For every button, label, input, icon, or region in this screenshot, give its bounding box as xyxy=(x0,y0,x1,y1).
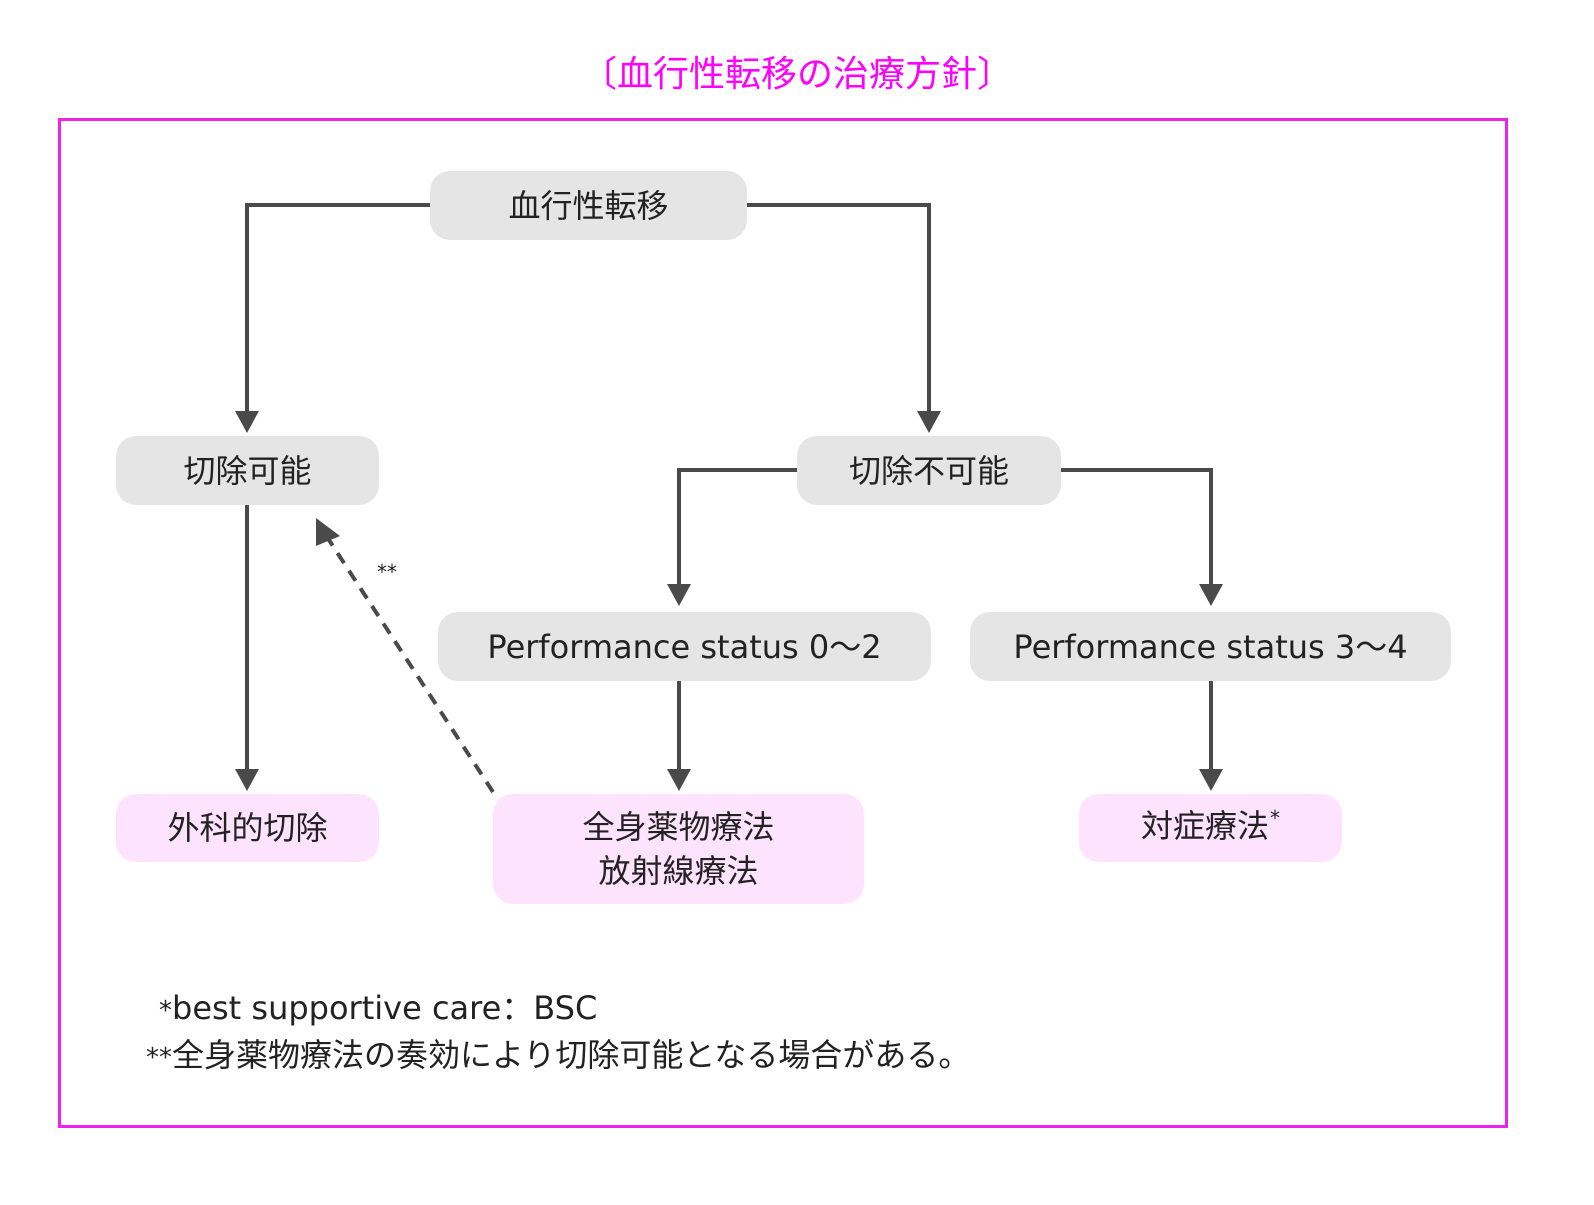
connector-unresectable-to-ps-low xyxy=(677,468,797,587)
arrowhead-symptomatic xyxy=(1199,769,1223,791)
arrowhead-surgery xyxy=(235,769,259,791)
node-performance-status-0-2: Performance status 0〜2 xyxy=(438,612,931,681)
node-unresectable-label: 切除不可能 xyxy=(848,451,1009,490)
arrowhead-dashed-resectable xyxy=(316,518,340,546)
node-performance-status-0-2-label: Performance status 0〜2 xyxy=(487,627,882,666)
node-symptomatic-therapy-mark: * xyxy=(1270,806,1280,830)
node-symptomatic-therapy-label: 対症療法 xyxy=(1140,807,1269,845)
node-unresectable: 切除不可能 xyxy=(797,436,1061,505)
connector-root-to-unresectable xyxy=(747,203,931,414)
footnote-2-mark: ** xyxy=(146,1043,172,1073)
node-performance-status-3-4-label: Performance status 3〜4 xyxy=(1013,627,1408,666)
footnotes: * best supportive care：BSC ** 全身薬物療法の奏効に… xyxy=(134,986,970,1080)
node-hematogenous-metastasis: 血行性転移 xyxy=(430,171,747,240)
dashed-arrow-label: ** xyxy=(377,560,397,584)
footnote-1-text: best supportive care：BSC xyxy=(172,989,598,1027)
node-systemic-therapy: 全身薬物療法 放射線療法 xyxy=(493,794,864,904)
footnote-2: ** 全身薬物療法の奏効により切除可能となる場合がある。 xyxy=(134,1033,970,1080)
node-surgical-resection-label: 外科的切除 xyxy=(167,809,328,847)
arrowhead-systemic xyxy=(667,769,691,791)
node-resectable: 切除可能 xyxy=(116,436,379,505)
node-symptomatic-therapy-content: 対症療法* xyxy=(1141,804,1280,852)
node-surgical-resection: 外科的切除 xyxy=(116,794,379,862)
connector-unresectable-to-ps-high xyxy=(1061,468,1213,587)
footnote-1-mark: * xyxy=(159,996,172,1026)
footnote-1: * best supportive care：BSC xyxy=(134,986,970,1033)
node-performance-status-3-4: Performance status 3〜4 xyxy=(970,612,1451,681)
arrowhead-ps-low xyxy=(667,584,691,606)
arrowhead-ps-high xyxy=(1199,584,1223,606)
arrowhead-unresectable xyxy=(917,411,941,433)
node-systemic-therapy-line1: 全身薬物療法 xyxy=(582,808,775,846)
node-systemic-therapy-line2: 放射線療法 xyxy=(598,852,759,890)
diagram-title: 〔血行性転移の治療方針〕 xyxy=(580,54,1013,95)
node-hematogenous-metastasis-label: 血行性転移 xyxy=(508,186,669,225)
node-resectable-label: 切除可能 xyxy=(183,451,312,490)
connector-root-to-resectable xyxy=(245,203,430,414)
diagram-frame xyxy=(58,118,1508,1128)
footnote-2-text: 全身薬物療法の奏効により切除可能となる場合がある。 xyxy=(172,1036,971,1074)
node-symptomatic-therapy: 対症療法* xyxy=(1079,794,1342,862)
connector-dashed-systemic-to-resectable xyxy=(327,538,495,794)
arrowhead-resectable xyxy=(235,411,259,433)
